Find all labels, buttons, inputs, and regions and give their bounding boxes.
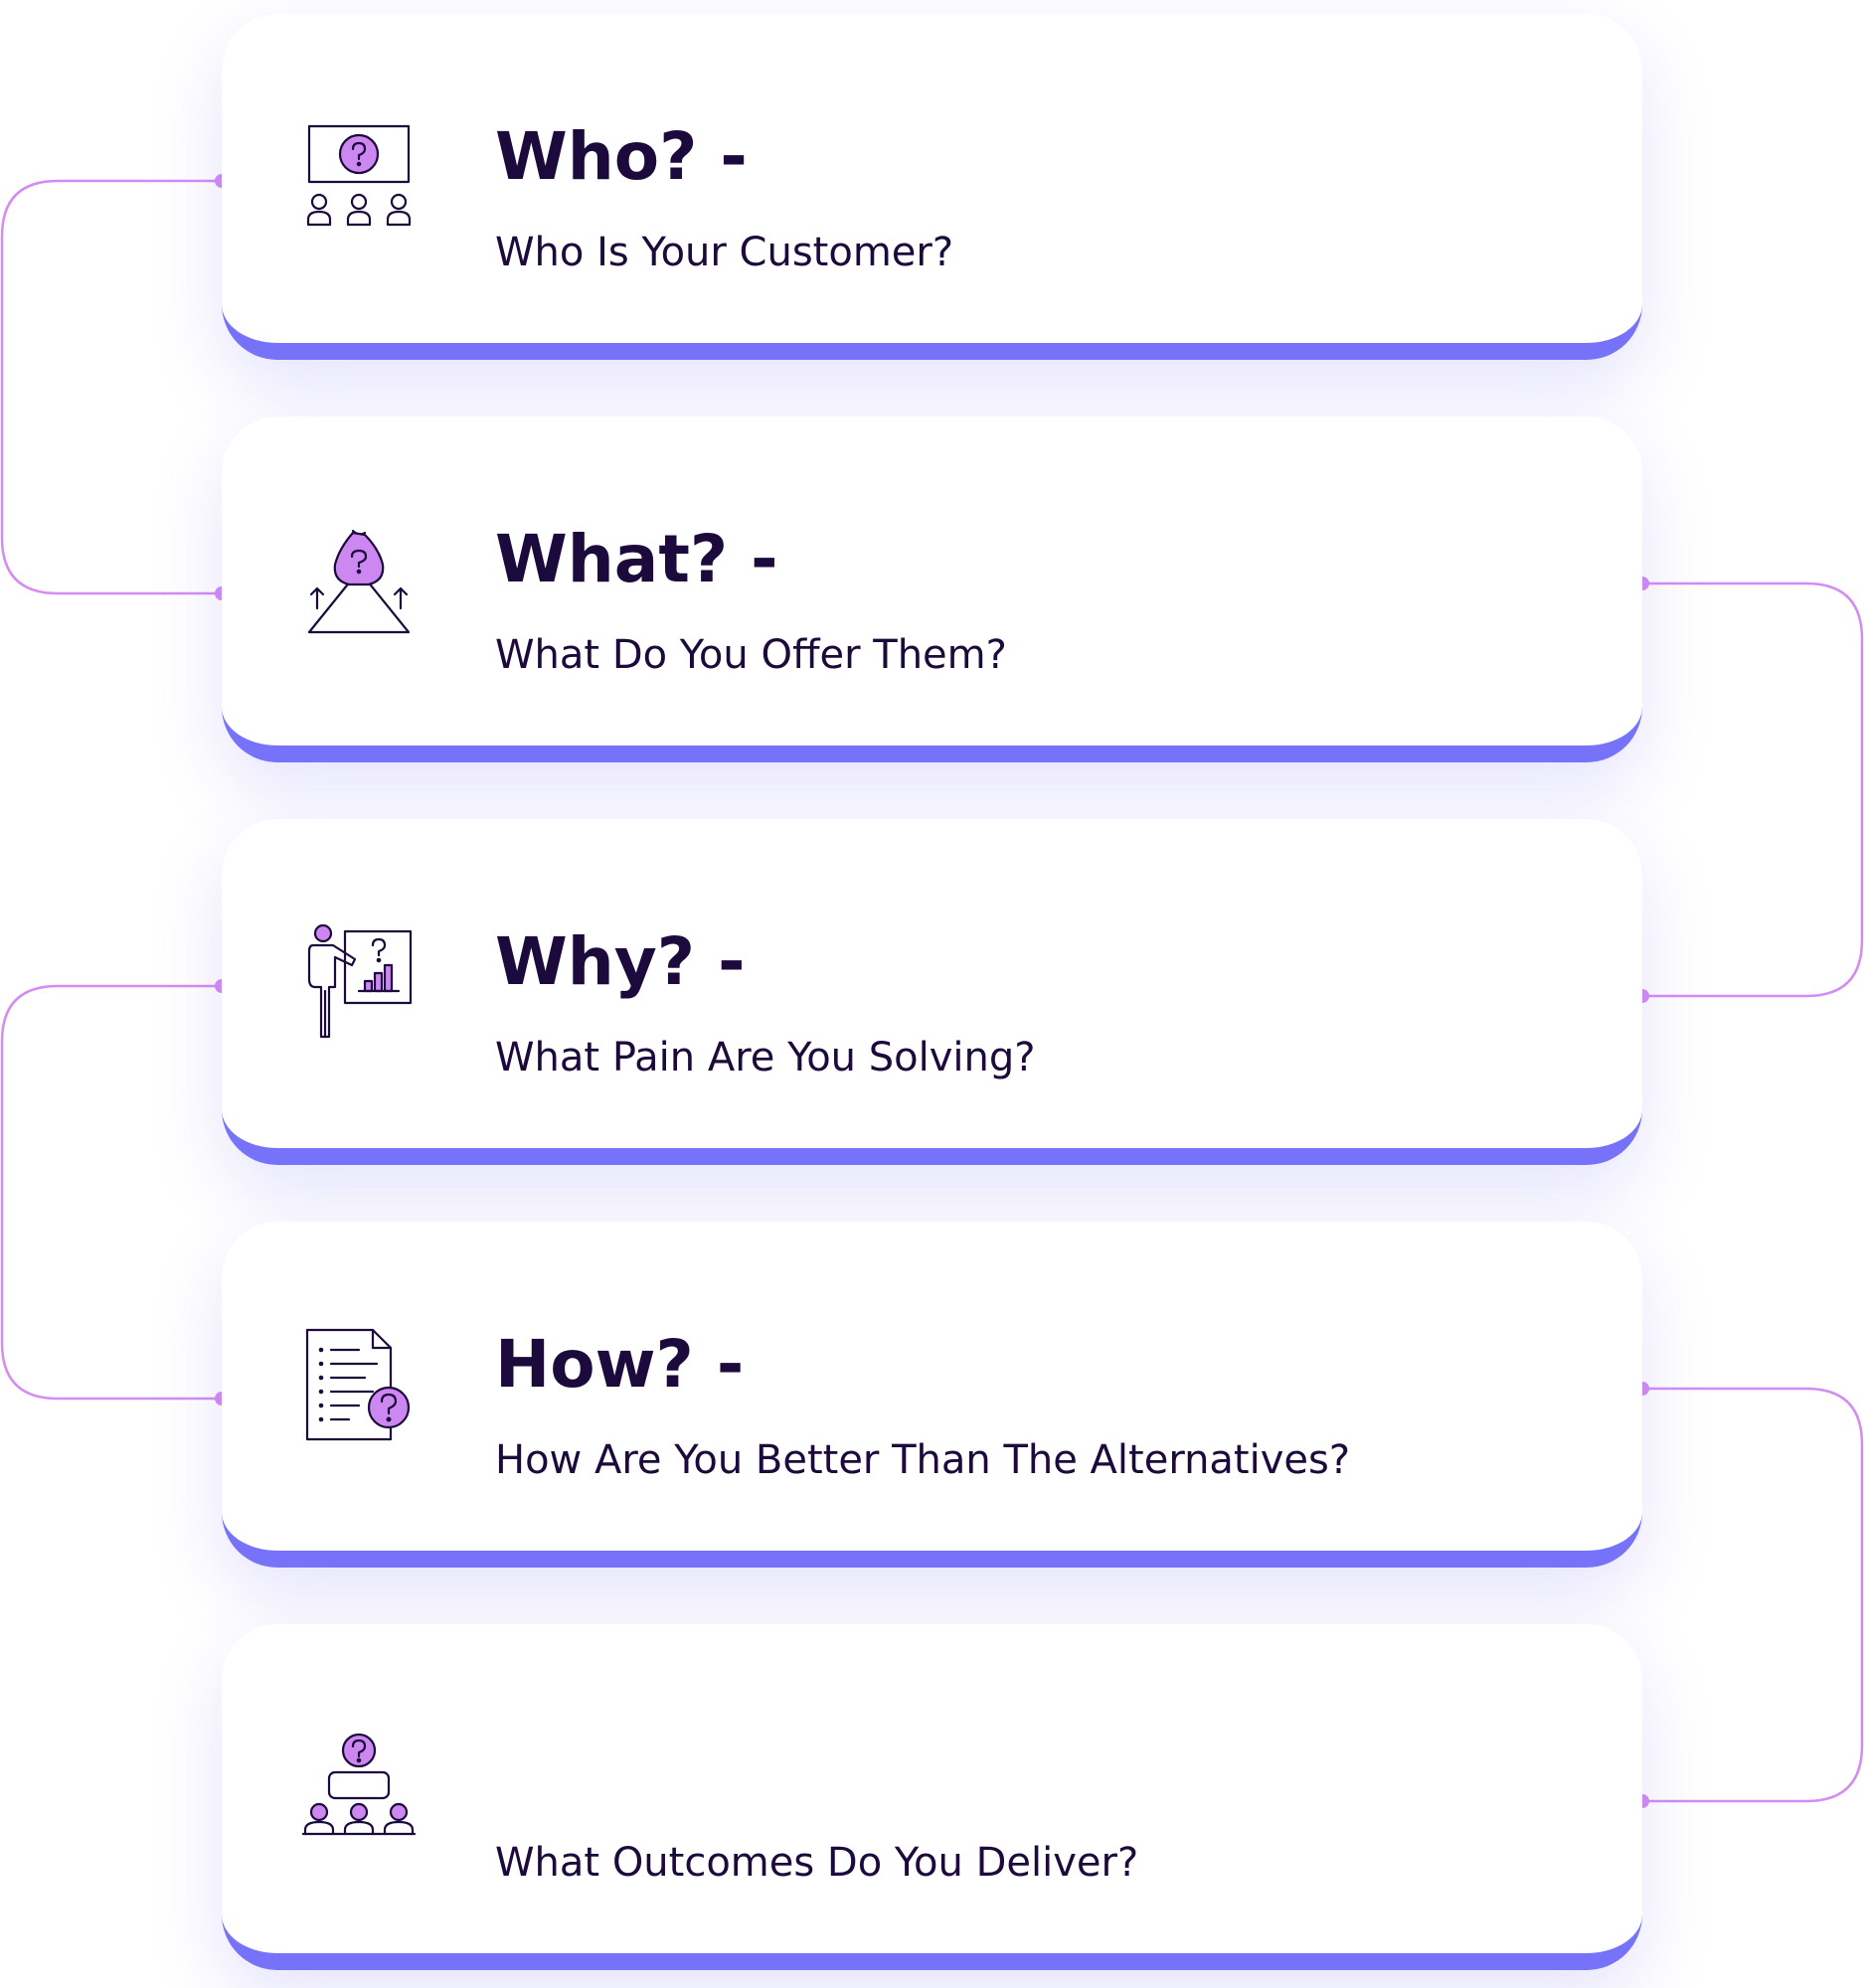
money-bag-pyramid-icon (299, 521, 419, 640)
connector-how-outcomes (1642, 1387, 1864, 1803)
speaker-audience-icon (299, 1729, 419, 1848)
step-title: What? - (495, 521, 778, 597)
step-card-what: What? - What Do You Offer Them? (222, 416, 1642, 762)
step-card-who: Who? - Who Is Your Customer? (222, 14, 1642, 360)
step-title: Who? - (495, 118, 748, 195)
step-card-how: How? - How Are You Better Than The Alter… (222, 1222, 1642, 1568)
step-subtitle: What Pain Are You Solving? (495, 1035, 1036, 1080)
step-subtitle: What Outcomes Do You Deliver? (495, 1840, 1139, 1886)
connector-why-how (0, 984, 222, 1401)
presenter-chart-icon (299, 923, 419, 1043)
step-subtitle: Who Is Your Customer? (495, 230, 954, 275)
presentation-audience-question-icon (299, 118, 419, 238)
step-subtitle: How Are You Better Than The Alternatives… (495, 1437, 1351, 1483)
step-subtitle: What Do You Offer Them? (495, 632, 1007, 678)
step-card-why: Why? - What Pain Are You Solving? (222, 819, 1642, 1165)
step-card-outcomes: What Outcomes Do You Deliver? (222, 1624, 1642, 1970)
connector-who-what (0, 179, 222, 595)
step-title: Why? - (495, 923, 746, 1000)
connector-what-why (1642, 581, 1864, 998)
document-question-icon (299, 1326, 419, 1445)
step-title: How? - (495, 1326, 745, 1403)
